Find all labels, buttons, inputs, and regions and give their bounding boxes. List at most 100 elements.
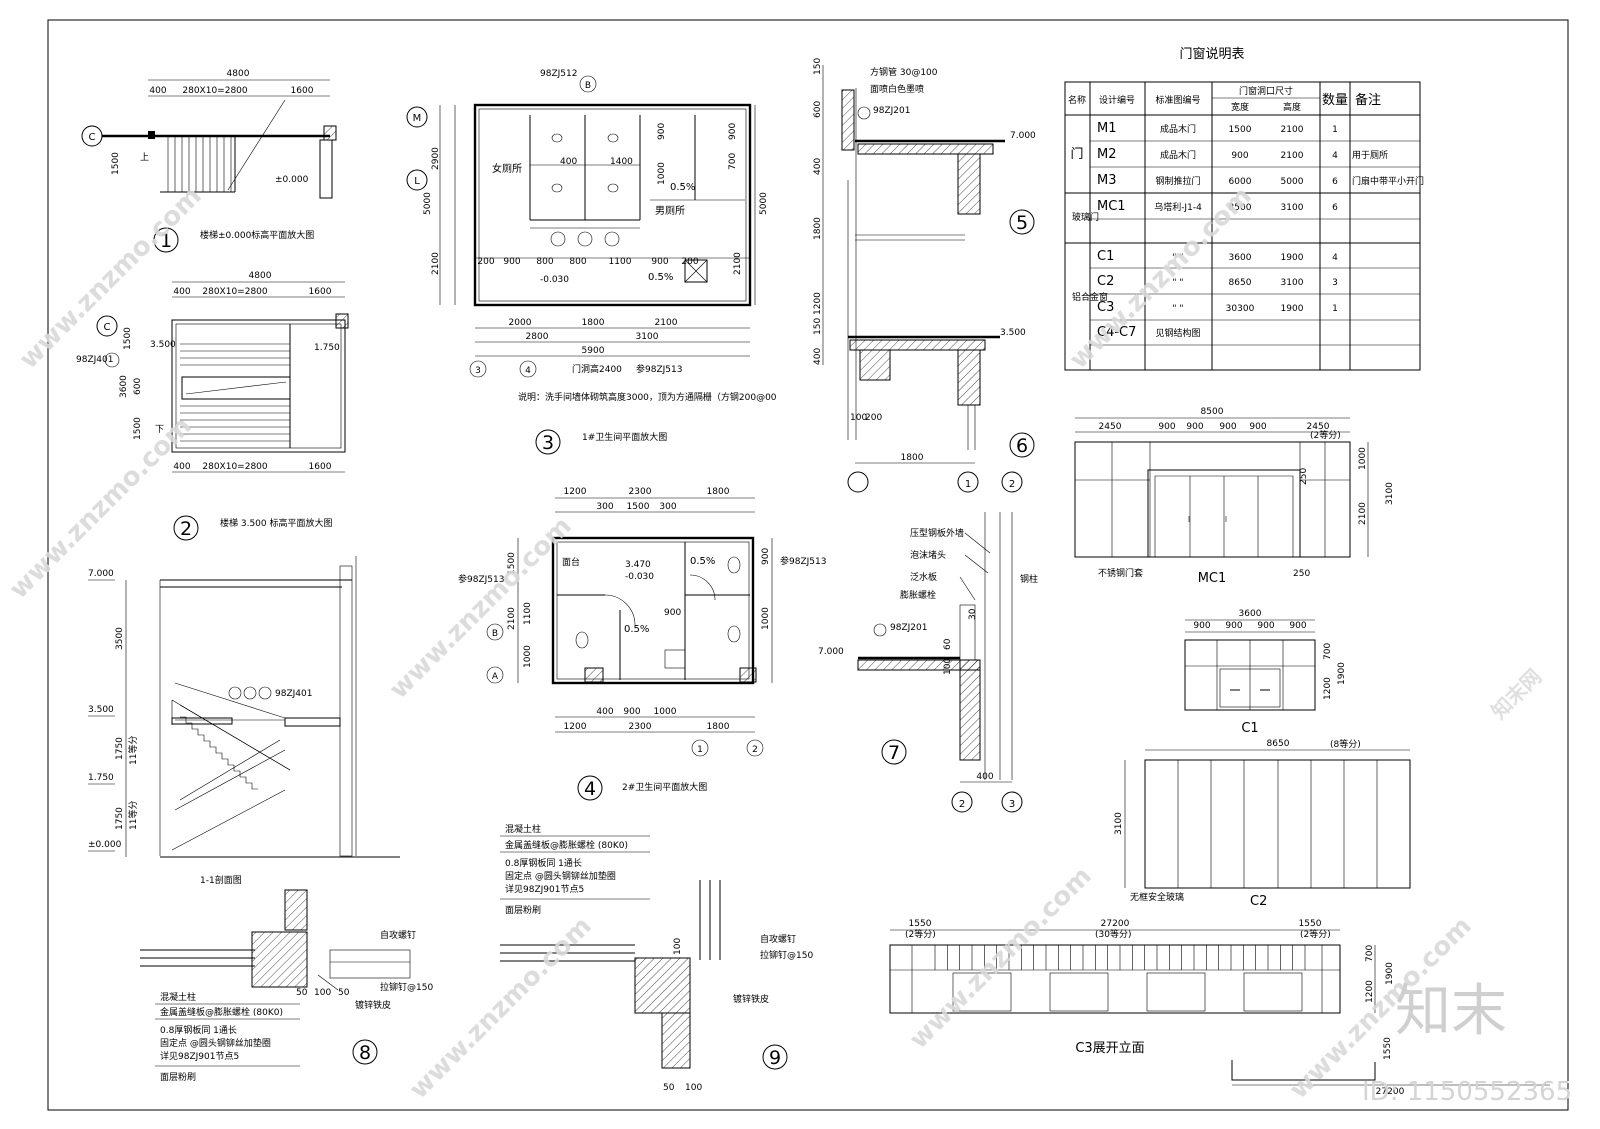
- d7-axis-2: 2: [959, 799, 965, 810]
- d4-number: 4: [584, 778, 596, 800]
- mc1-h-2: 2100: [1358, 502, 1368, 525]
- sec-steps-2: 11等分: [127, 801, 139, 830]
- d5-dim-2: 600: [813, 101, 823, 118]
- table-cell-code: M1: [1097, 121, 1117, 136]
- d2-side-dim-4: 1500: [133, 417, 143, 440]
- elevation-c1: 3600 900 900 900 900 700 1200 1900 C1: [1184, 609, 1347, 736]
- d7-label-5: 钢柱: [1020, 573, 1038, 585]
- watermark-7: www.znzmo.com: [904, 861, 1098, 1055]
- table-cell-q: 1: [1332, 125, 1338, 135]
- d5-dim-5: 1200: [813, 292, 823, 315]
- d7-axis-3: 3: [1009, 799, 1015, 810]
- d4-bot-3: 1000: [654, 707, 677, 717]
- d3-right-2: 2100: [733, 252, 743, 275]
- d8-label-1: 自攻螺钉: [380, 929, 416, 941]
- watermark-4: www.znzmo.com: [404, 911, 598, 1105]
- d5-level-1: 7.000: [1010, 131, 1036, 141]
- d3-slope-1: 0.5%: [670, 182, 695, 193]
- d8-dim-3: 50: [338, 988, 350, 998]
- d4-room: 面台: [562, 556, 580, 568]
- d9-label-2: 拉铆钉@150: [760, 949, 813, 961]
- d4-axis-a: A: [492, 672, 499, 682]
- d2-number: 2: [180, 518, 192, 540]
- d3-top-3: 900: [728, 123, 738, 140]
- table-cell-w: 30300: [1226, 304, 1255, 314]
- d3-axis-4: 4: [525, 366, 531, 376]
- toilet-plan-1: 女厕所 男厕所 0.5% 0.5% -0.030 400 1400 M L B …: [406, 69, 777, 455]
- d4-top-3: 1800: [707, 487, 730, 497]
- table-cell-std: 成品木门: [1160, 123, 1196, 135]
- d2-treads: [180, 324, 291, 448]
- c3-sub-1: (2等分): [905, 928, 936, 940]
- table-cell-q: 4: [1332, 151, 1338, 161]
- sec-dim-1: 3500: [115, 627, 125, 650]
- d3-axis-b: B: [585, 81, 591, 91]
- d8-note-4: 固定点 @圆头钢铆丝加垫圈: [160, 1037, 271, 1049]
- d5-note1: 方钢管 30@100: [870, 66, 938, 78]
- d7-label-3: 泛水板: [910, 571, 937, 583]
- sec-caption: 1-1剖面图: [200, 874, 242, 886]
- d3-b3-1: 2800: [526, 332, 549, 342]
- th-width: 宽度: [1231, 101, 1249, 113]
- table-cell-h: 1900: [1281, 253, 1304, 263]
- d3-left-3: 2100: [431, 252, 441, 275]
- stair-plan-upper: 4800 400 280X10=2800 1600 C 3.500 1.750 …: [76, 271, 349, 541]
- d3-axis-3: 3: [475, 366, 481, 376]
- table-cell-w: 900: [1231, 151, 1248, 161]
- mc1-total: 8500: [1201, 407, 1224, 417]
- toilet-plan-2: 1200 2300 1800 300 1500 300 面台 3.470 -0.…: [458, 487, 826, 801]
- c3-total: 27200: [1101, 919, 1130, 929]
- d2-side-dim-1: 1500: [123, 327, 133, 350]
- d5-level-2: 3.500: [1000, 328, 1026, 338]
- d3-top-4: 700: [728, 153, 738, 170]
- d4-level: 3.470: [625, 560, 651, 570]
- d5-bot-2: 200: [865, 413, 882, 423]
- d4-slope-2: 0.5%: [624, 624, 649, 635]
- table-cell-h: 5000: [1281, 177, 1304, 187]
- c3-sub: (30等分): [1095, 928, 1131, 940]
- d2-dim-b2: 280X10=2800: [202, 462, 268, 472]
- table-cell-w: 6000: [1229, 177, 1252, 187]
- watermark-1: www.znzmo.com: [14, 181, 208, 375]
- table-cell-h: 2100: [1281, 151, 1304, 161]
- d3-b3-2: 3100: [636, 332, 659, 342]
- d8-label-3: 镀锌铁皮: [355, 999, 391, 1011]
- d9-label-1: 自攻螺钉: [760, 933, 796, 945]
- mc1-h-3: 3100: [1385, 482, 1395, 505]
- table-cell-std: " ": [1172, 304, 1183, 314]
- c1-dim-2: 900: [1225, 621, 1242, 631]
- d4-top-1: 1200: [564, 487, 587, 497]
- d9-note-5: 详见98ZJ901节点5: [505, 883, 584, 895]
- d3-b1-1: 200: [477, 257, 494, 267]
- d9-note-6: 面层粉刷: [505, 904, 541, 916]
- mc1-dim-3: 900: [1186, 422, 1203, 432]
- d4-top2-1: 300: [596, 502, 613, 512]
- table-cell-code: C4-C7: [1097, 325, 1136, 340]
- d4-slope-1: 0.5%: [690, 556, 715, 567]
- d4-ref-right: 参98ZJ513: [780, 555, 826, 567]
- d3-axis-l: L: [414, 176, 420, 187]
- d4-left-3: 2100: [507, 607, 517, 630]
- th-name: 名称: [1068, 94, 1086, 106]
- mc1-dim-2: 900: [1158, 422, 1175, 432]
- elevation-c3: 1550 27200 1550 (2等分) (30等分) (2等分) 700 1…: [889, 919, 1550, 1097]
- mc1-dim-6: 2450: [1307, 422, 1330, 432]
- c1-h-2: 1200: [1323, 677, 1333, 700]
- table-cell-code: C2: [1097, 274, 1114, 289]
- th-note: 备注: [1355, 92, 1381, 108]
- d5-dim-7: 400: [813, 348, 823, 365]
- d3-b-total: 5900: [582, 346, 605, 356]
- d2-caption: 楼梯 3.500 标高平面放大图: [220, 517, 333, 529]
- d4-top2-3: 300: [659, 502, 676, 512]
- c2-total: 8650: [1267, 739, 1290, 749]
- d3-room-1: 女厕所: [492, 162, 522, 175]
- c2-sub: (8等分): [1330, 738, 1361, 750]
- watermark-cn: 知末网: [1487, 664, 1546, 723]
- d8-dim-1: 50: [296, 988, 308, 998]
- d5-dim-6: 150: [813, 318, 823, 335]
- c3-sub-2: (2等分): [1300, 928, 1331, 940]
- id-label: ID: 1150552365: [1362, 1077, 1572, 1107]
- sec-ref: 98ZJ401: [275, 689, 312, 699]
- d7-label-1: 压型钢板外墙: [910, 527, 964, 539]
